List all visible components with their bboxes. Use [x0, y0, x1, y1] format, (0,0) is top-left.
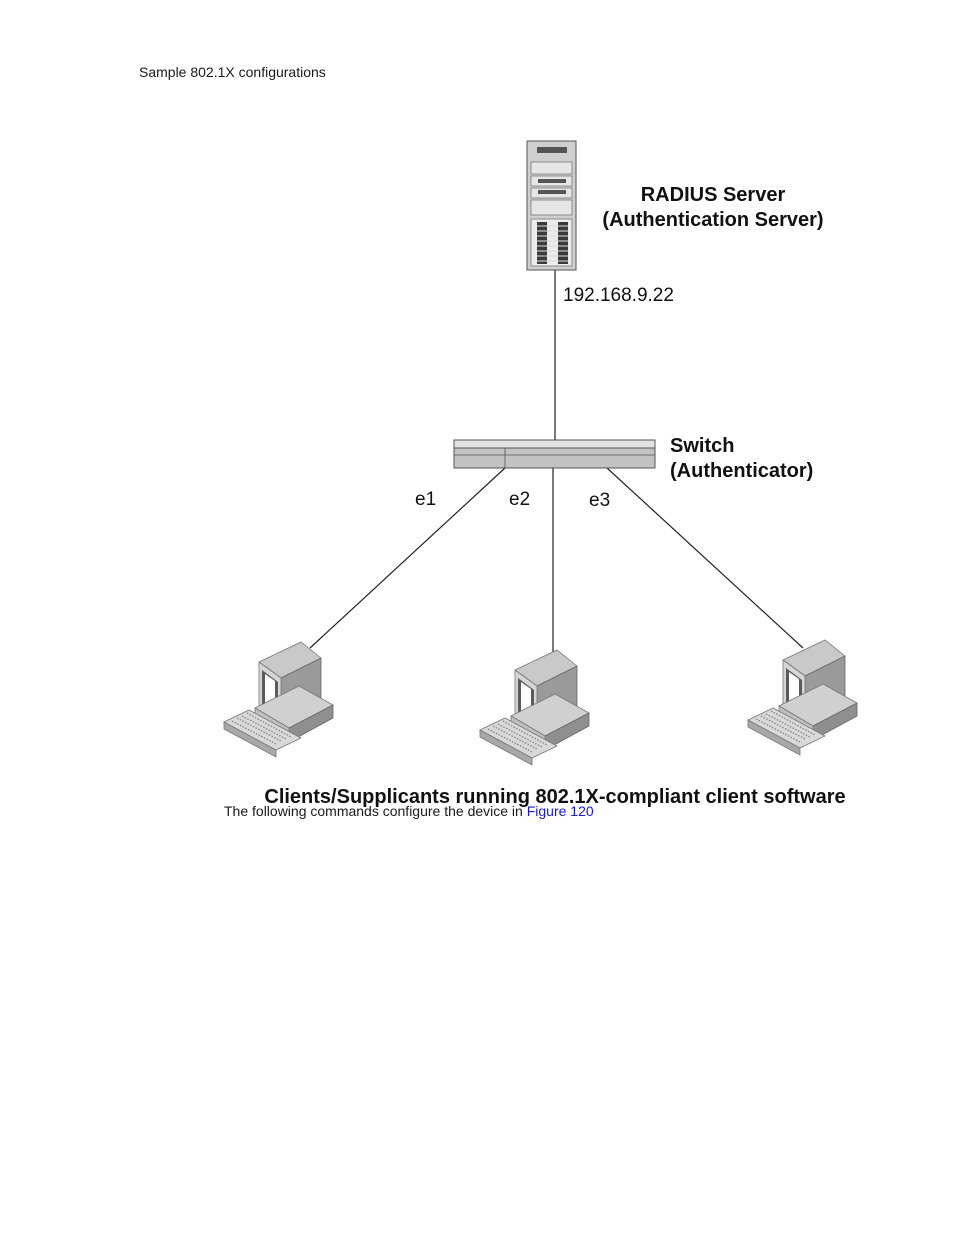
clients-caption: Clients/Supplicants running 802.1X-compl…: [264, 786, 845, 808]
switch-title: Switch: [670, 435, 734, 457]
client-computer-icon-3: [747, 639, 858, 756]
client-computer-icon-1: [223, 641, 334, 758]
switch-icon: [453, 439, 656, 469]
server-ip-address: 192.168.9.22: [563, 285, 674, 306]
link-e3-line: [606, 467, 804, 649]
body-text-lead: The following commands configure the dev…: [224, 803, 527, 819]
port-label-e1: e1: [415, 489, 436, 510]
page-section-header: Sample 802.1X configurations: [139, 64, 326, 80]
figure-120-link[interactable]: Figure 120: [526, 803, 594, 819]
link-e1-line: [309, 467, 506, 649]
radius-server-icon: [526, 140, 577, 271]
port-label-e3: e3: [589, 490, 610, 511]
client-computer-icon-2: [479, 649, 590, 766]
port-label-e2: e2: [509, 489, 530, 510]
switch-subtitle: (Authenticator): [670, 460, 813, 482]
server-subtitle: (Authentication Server): [602, 209, 823, 231]
body-paragraph: The following commands configure the dev…: [224, 803, 594, 819]
server-title: RADIUS Server: [641, 184, 786, 206]
